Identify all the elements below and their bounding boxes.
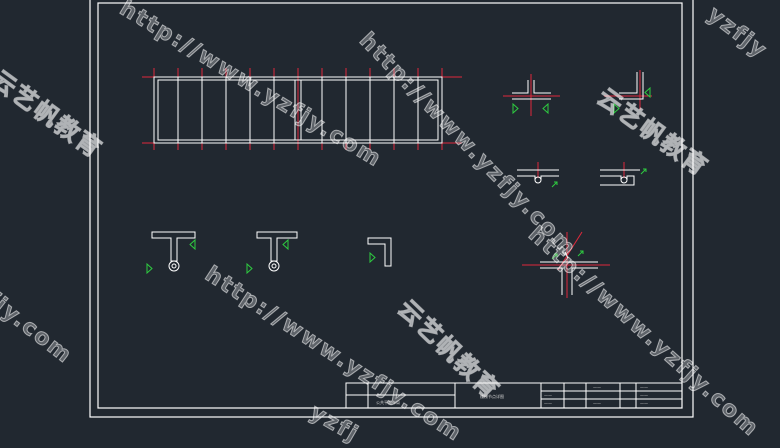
detail-angle-section [367,237,392,267]
detail-bolted-tee-b [600,162,647,186]
detail-cross-joint [522,231,610,298]
outer-border [89,0,694,418]
title-block-cell: —— [640,385,648,390]
title-block-cell: —— [593,401,601,406]
title-block-cell: —— [640,393,648,398]
title-block-cell: —— [593,385,601,390]
detail-t-section-b [246,231,298,275]
title-block-cell: —— [544,393,552,398]
detail-bolted-tee-a [517,162,559,188]
title-block-drawing-label: 楼梯节点详图 [480,393,504,399]
detail-tee-joint [503,74,560,116]
title-block-drawing-name: 公共平面布局 [376,399,400,405]
stair-plan-outline [153,76,443,144]
title-block-cell: —— [640,401,648,406]
detail-corner-joint [604,70,652,115]
title-block-cell: —— [544,401,552,406]
title-block: 公共平面布局 楼梯节点详图 —— —— —— —— —— —— —— [345,382,683,409]
detail-t-section-a [146,231,196,275]
stair-plan [142,68,462,150]
